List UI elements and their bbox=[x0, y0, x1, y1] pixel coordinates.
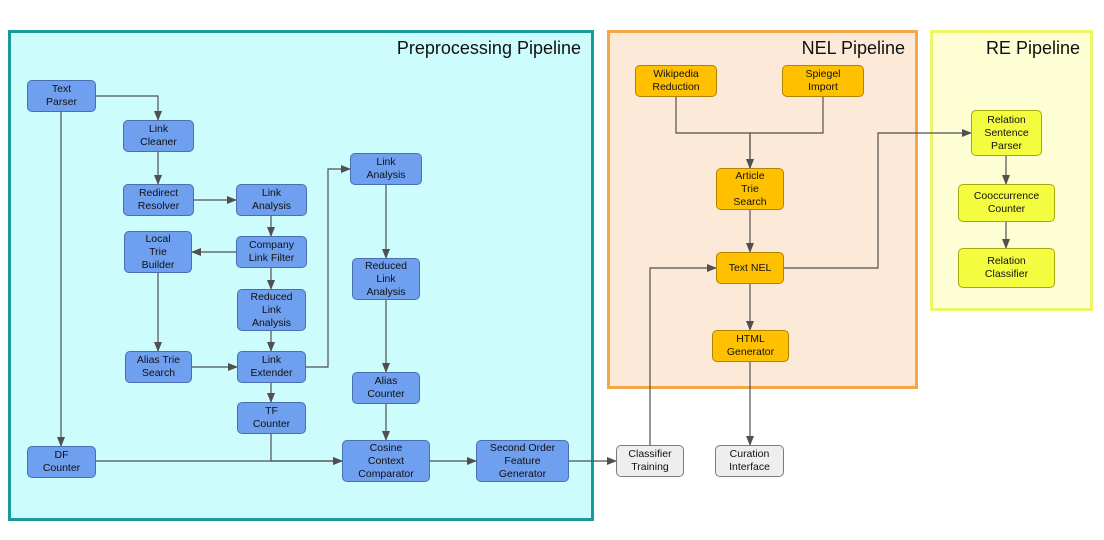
reduced-link-analysis-node-2[interactable]: Reduced Link Analysis bbox=[352, 258, 420, 300]
edge-spiegel-import-to-article-trie-search bbox=[746, 97, 824, 169]
second-order-feature-generator-node[interactable]: Second Order Feature Generator bbox=[476, 440, 569, 482]
link-cleaner-node[interactable]: Link Cleaner bbox=[123, 120, 194, 152]
edge-link-extender-to-link-analysis-2 bbox=[306, 165, 351, 368]
html-generator-node[interactable]: HTML Generator bbox=[712, 330, 789, 362]
article-trie-search-node[interactable]: Article Trie Search bbox=[716, 168, 784, 210]
link-extender-node[interactable]: Link Extender bbox=[237, 351, 306, 383]
tf-counter-node[interactable]: TF Counter bbox=[237, 402, 306, 434]
curation-interface-node[interactable]: Curation Interface bbox=[715, 445, 784, 477]
relation-classifier-node[interactable]: Relation Classifier bbox=[958, 248, 1055, 288]
classifier-training-node[interactable]: Classifier Training bbox=[616, 445, 684, 477]
relation-sentence-parser-node[interactable]: Relation Sentence Parser bbox=[971, 110, 1042, 156]
wikipedia-reduction-node[interactable]: Wikipedia Reduction bbox=[635, 65, 717, 97]
company-link-filter-node[interactable]: Company Link Filter bbox=[236, 236, 307, 268]
edge-text-nel-to-relation-sentence-parser bbox=[784, 129, 972, 269]
edge-tf-counter-to-cosine-context-comparator bbox=[270, 434, 343, 465]
reduced-link-analysis-node-1[interactable]: Reduced Link Analysis bbox=[237, 289, 306, 331]
edge-text-parser-to-link-cleaner bbox=[96, 95, 162, 121]
text-nel-node[interactable]: Text NEL bbox=[716, 252, 784, 284]
re-pipeline-title: RE Pipeline bbox=[985, 38, 1080, 58]
link-analysis-node-1[interactable]: Link Analysis bbox=[236, 184, 307, 216]
text-parser-node[interactable]: Text Parser bbox=[27, 80, 96, 112]
link-analysis-node-2[interactable]: Link Analysis bbox=[350, 153, 422, 185]
preprocessing-pipeline-region: Preprocessing Pipeline bbox=[8, 30, 594, 521]
local-trie-builder-node[interactable]: Local Trie Builder bbox=[124, 231, 192, 273]
cooccurrence-counter-node[interactable]: Cooccurrence Counter bbox=[958, 184, 1055, 222]
spiegel-import-node[interactable]: Spiegel Import bbox=[782, 65, 864, 97]
edge-wikipedia-reduction-to-article-trie-search bbox=[675, 97, 754, 169]
edge-classifier-training-to-text-nel bbox=[649, 264, 717, 445]
alias-trie-search-node[interactable]: Alias Trie Search bbox=[125, 351, 192, 383]
df-counter-node[interactable]: DF Counter bbox=[27, 446, 96, 478]
nel-pipeline-title: NEL Pipeline bbox=[801, 38, 905, 58]
preprocessing-pipeline-title: Preprocessing Pipeline bbox=[396, 38, 581, 58]
cosine-context-comparator-node[interactable]: Cosine Context Comparator bbox=[342, 440, 430, 482]
redirect-resolver-node[interactable]: Redirect Resolver bbox=[123, 184, 194, 216]
alias-counter-node[interactable]: Alias Counter bbox=[352, 372, 420, 404]
